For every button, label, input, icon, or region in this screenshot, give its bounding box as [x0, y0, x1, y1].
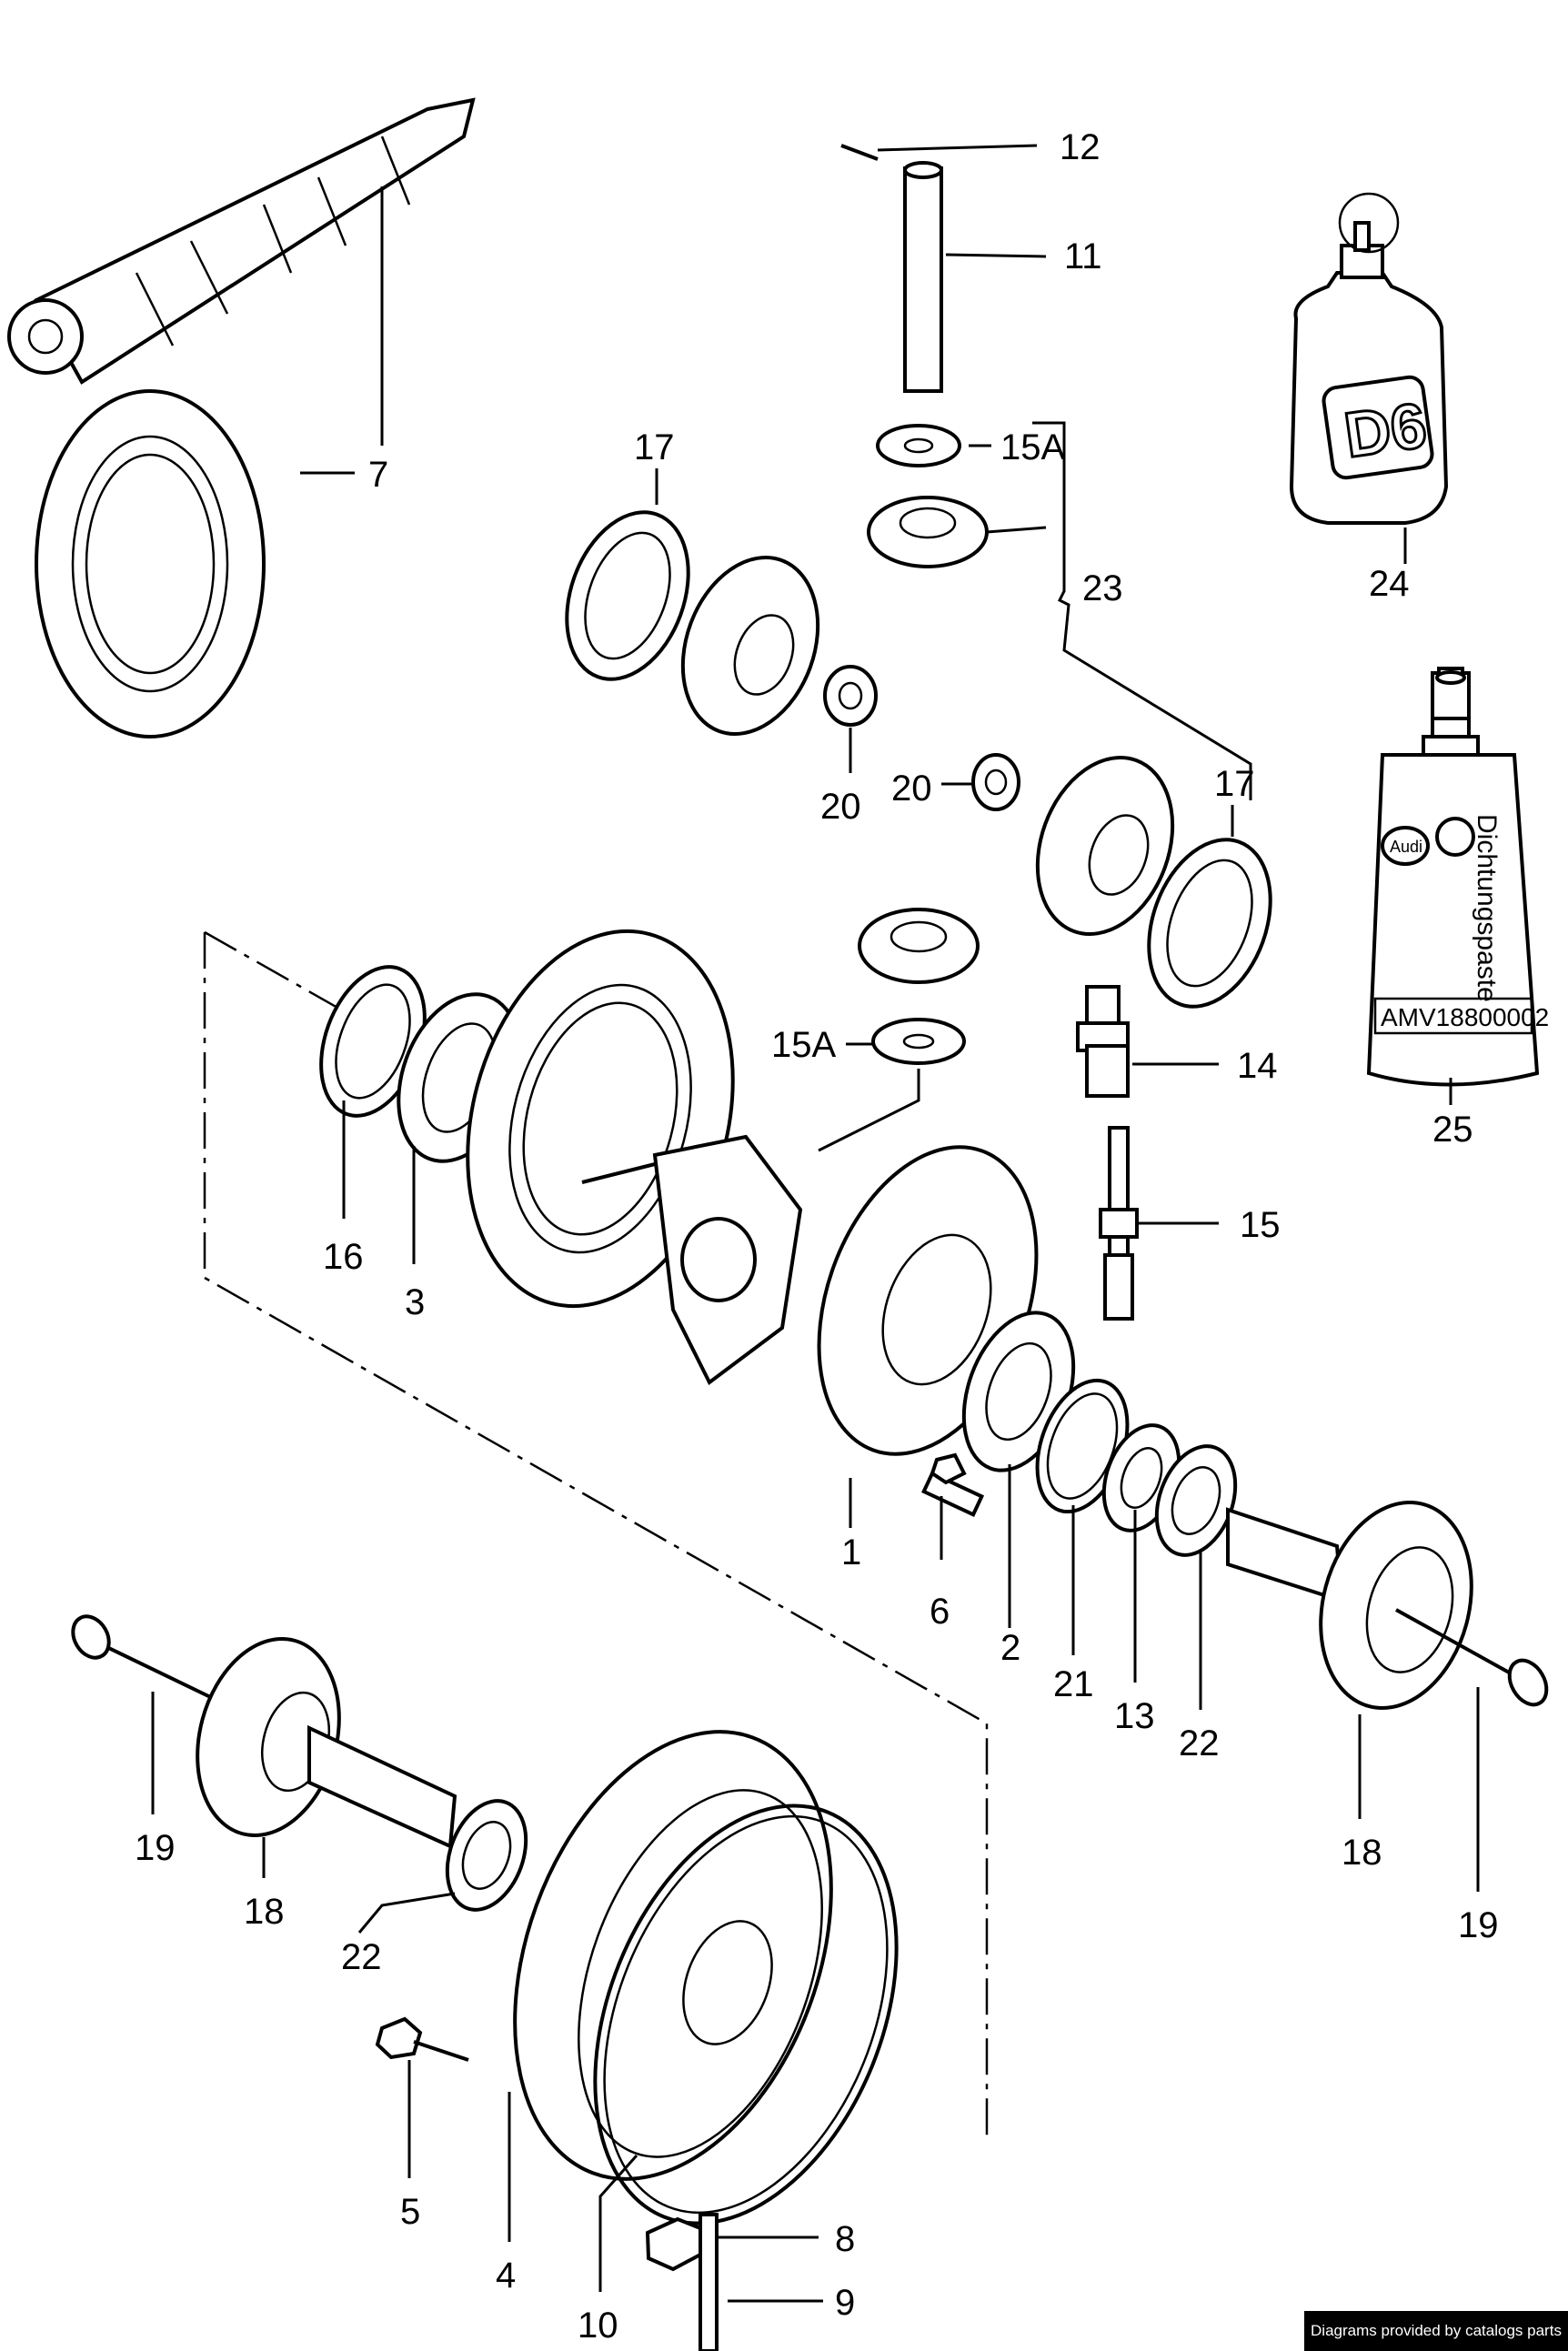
label-1: 1	[841, 1532, 861, 1572]
oil-seal[interactable]	[302, 952, 444, 1130]
drive-flange-left[interactable]	[176, 1623, 457, 1851]
label-19-left: 19	[135, 1828, 176, 1868]
tube-brand-text: Dichtungspaste	[1472, 814, 1502, 1002]
lubricant-bottle[interactable]	[1289, 192, 1449, 525]
drive-flange-right[interactable]	[1226, 1485, 1493, 1725]
shaft-bearing-left[interactable]	[433, 1790, 540, 1921]
speedometer-pinion-bushing[interactable]	[1076, 985, 1130, 1098]
label-10: 10	[578, 2306, 618, 2346]
label-4: 4	[496, 2256, 516, 2296]
label-13: 13	[1114, 1696, 1155, 1736]
side-gear-right[interactable]	[1014, 738, 1196, 953]
label-6: 6	[930, 1592, 950, 1632]
label-20-left: 20	[820, 787, 861, 827]
label-21: 21	[1053, 1664, 1094, 1704]
planet-gear-top[interactable]	[867, 496, 989, 568]
o-ring[interactable]	[538, 1761, 954, 2267]
label-20-right: 20	[891, 769, 932, 809]
label-18-right: 18	[1342, 1833, 1382, 1873]
label-18-left: 18	[244, 1892, 285, 1932]
thrust-washer-right[interactable]	[1127, 823, 1292, 1024]
cover-bolt[interactable]	[375, 2016, 469, 2062]
bottle-label-text: D6	[1340, 389, 1430, 471]
sealing-paste-tube[interactable]: Audi Dichtungspaste AMV18800002	[1366, 667, 1549, 1087]
label-22-right: 22	[1179, 1723, 1220, 1763]
label-11: 11	[1064, 236, 1102, 276]
side-gear-left[interactable]	[659, 538, 841, 753]
label-17-right: 17	[1214, 764, 1255, 804]
threaded-piece-left[interactable]	[823, 665, 878, 727]
label-22-left: 22	[341, 1937, 382, 1977]
thrust-washer-bottom[interactable]	[871, 1018, 966, 1065]
part-number-labels: 7 12 11 15A 23 17 20 20 17 24 25 15A 14 …	[135, 127, 1499, 2346]
label-9: 9	[835, 2283, 855, 2323]
label-5: 5	[400, 2192, 420, 2232]
flange-bolt-left[interactable]	[65, 1610, 228, 1707]
magnet[interactable]	[645, 2216, 705, 2272]
speedometer-driven-shaft[interactable]	[1099, 1126, 1139, 1321]
label-7: 7	[368, 455, 388, 495]
differential-cover[interactable]	[457, 1688, 889, 2224]
roll-pin[interactable]	[840, 144, 879, 161]
label-2: 2	[1000, 1628, 1020, 1668]
label-15a-top: 15A	[1000, 427, 1065, 467]
label-12: 12	[1060, 127, 1101, 167]
leader-lines	[151, 144, 1480, 2303]
tube-code-text: AMV18800002	[1381, 1003, 1549, 1031]
pinion-shaft-and-ring-gear[interactable]	[7, 97, 476, 738]
label-14: 14	[1237, 1046, 1278, 1086]
stud[interactable]	[699, 2213, 719, 2351]
thrust-washer-top[interactable]	[876, 424, 961, 467]
label-3: 3	[405, 1282, 425, 1322]
footer-attribution: Diagrams provided by catalogs parts	[1304, 2311, 1568, 2351]
differential-pin[interactable]	[903, 161, 943, 393]
tube-logo-left: Audi	[1390, 838, 1422, 856]
label-17-left: 17	[634, 427, 675, 467]
label-23: 23	[1082, 568, 1123, 608]
planet-gear-bottom[interactable]	[858, 908, 980, 984]
label-15: 15	[1240, 1205, 1281, 1245]
label-8: 8	[835, 2219, 855, 2259]
label-24: 24	[1369, 564, 1410, 604]
threaded-piece-right[interactable]	[971, 753, 1020, 811]
housing-bolt[interactable]	[921, 1452, 985, 1517]
flange-bolt-right[interactable]	[1395, 1608, 1554, 1712]
thrust-washer-left[interactable]	[545, 496, 710, 697]
label-16: 16	[323, 1237, 364, 1277]
label-25: 25	[1432, 1110, 1473, 1150]
label-15a-bottom: 15A	[771, 1025, 836, 1065]
label-19-right: 19	[1458, 1905, 1499, 1945]
assembly-boundary	[203, 930, 989, 2137]
